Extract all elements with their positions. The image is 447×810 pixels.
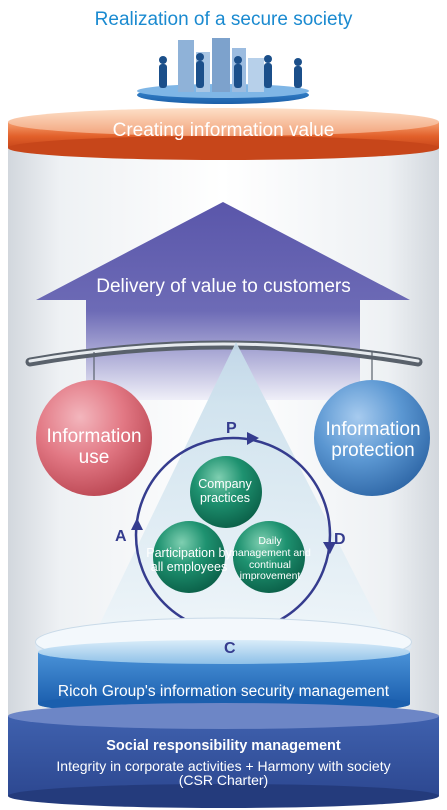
- information-protection-sphere: [314, 380, 430, 496]
- company-practices-label: Company practices: [198, 477, 252, 505]
- social-responsibility-title: Social responsibility management: [106, 738, 341, 754]
- pdca-c-label: C: [224, 640, 236, 657]
- curved-bar: [25, 340, 423, 380]
- daily-management-ball: [233, 521, 305, 593]
- information-use-label: Information use: [46, 426, 142, 468]
- participation-ball: [153, 521, 225, 593]
- pdca-d-label: D: [334, 531, 346, 548]
- pdca-p-label: P: [226, 420, 237, 437]
- daily-management-label: Daily management and continual improveme…: [229, 535, 311, 583]
- navy-base: [8, 703, 439, 808]
- top-disc-label: Creating information value: [112, 120, 335, 141]
- information-protection-label: Information protection: [325, 419, 421, 461]
- city-icon: [137, 38, 309, 104]
- csr-charter-line: (CSR Charter): [178, 772, 269, 788]
- information-use-sphere: [36, 380, 152, 496]
- integrity-line: Integrity in corporate activities + Harm…: [56, 758, 391, 774]
- security-management-label: Ricoh Group's information security manag…: [57, 683, 390, 700]
- diagram-title: Realization of a secure society: [94, 9, 353, 30]
- blue-disc: [38, 640, 410, 715]
- pdca-a-label: A: [115, 528, 127, 545]
- top-disc: [8, 108, 439, 160]
- arrow-label: Delivery of value to customers: [96, 276, 351, 297]
- participation-label: Participation by all employees: [146, 546, 232, 574]
- company-practices-ball: [190, 456, 262, 528]
